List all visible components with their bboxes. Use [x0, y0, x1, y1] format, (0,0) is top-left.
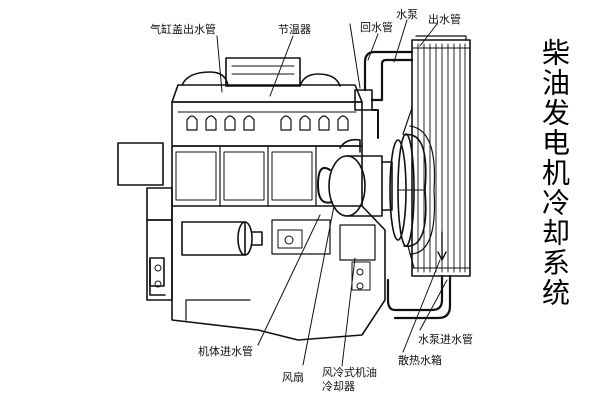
fan-assembly	[389, 107, 436, 269]
water-pump	[317, 138, 393, 217]
label-water-pump: 水泵	[396, 8, 418, 21]
label-cylinder-head-outlet: 气缸盖出水管	[150, 23, 216, 36]
diagram-title: 柴油发电机冷却系统	[538, 38, 571, 308]
radiator	[411, 35, 471, 277]
coolant-pipes	[354, 50, 452, 320]
label-block-inlet: 机体进水管	[198, 345, 253, 358]
label-outlet-pipe: 出水管	[428, 13, 461, 26]
engine-block	[117, 57, 386, 341]
label-fan: 风扇	[282, 371, 304, 384]
label-oil-cooler: 风冷式机油 冷却器	[322, 366, 377, 394]
leader-lines	[216, 19, 448, 367]
label-radiator: 散热水箱	[398, 354, 442, 367]
label-thermostat: 节温器	[278, 23, 311, 36]
label-pump-inlet: 水泵进水管	[418, 333, 473, 346]
label-return-pipe: 回水管	[360, 21, 393, 34]
